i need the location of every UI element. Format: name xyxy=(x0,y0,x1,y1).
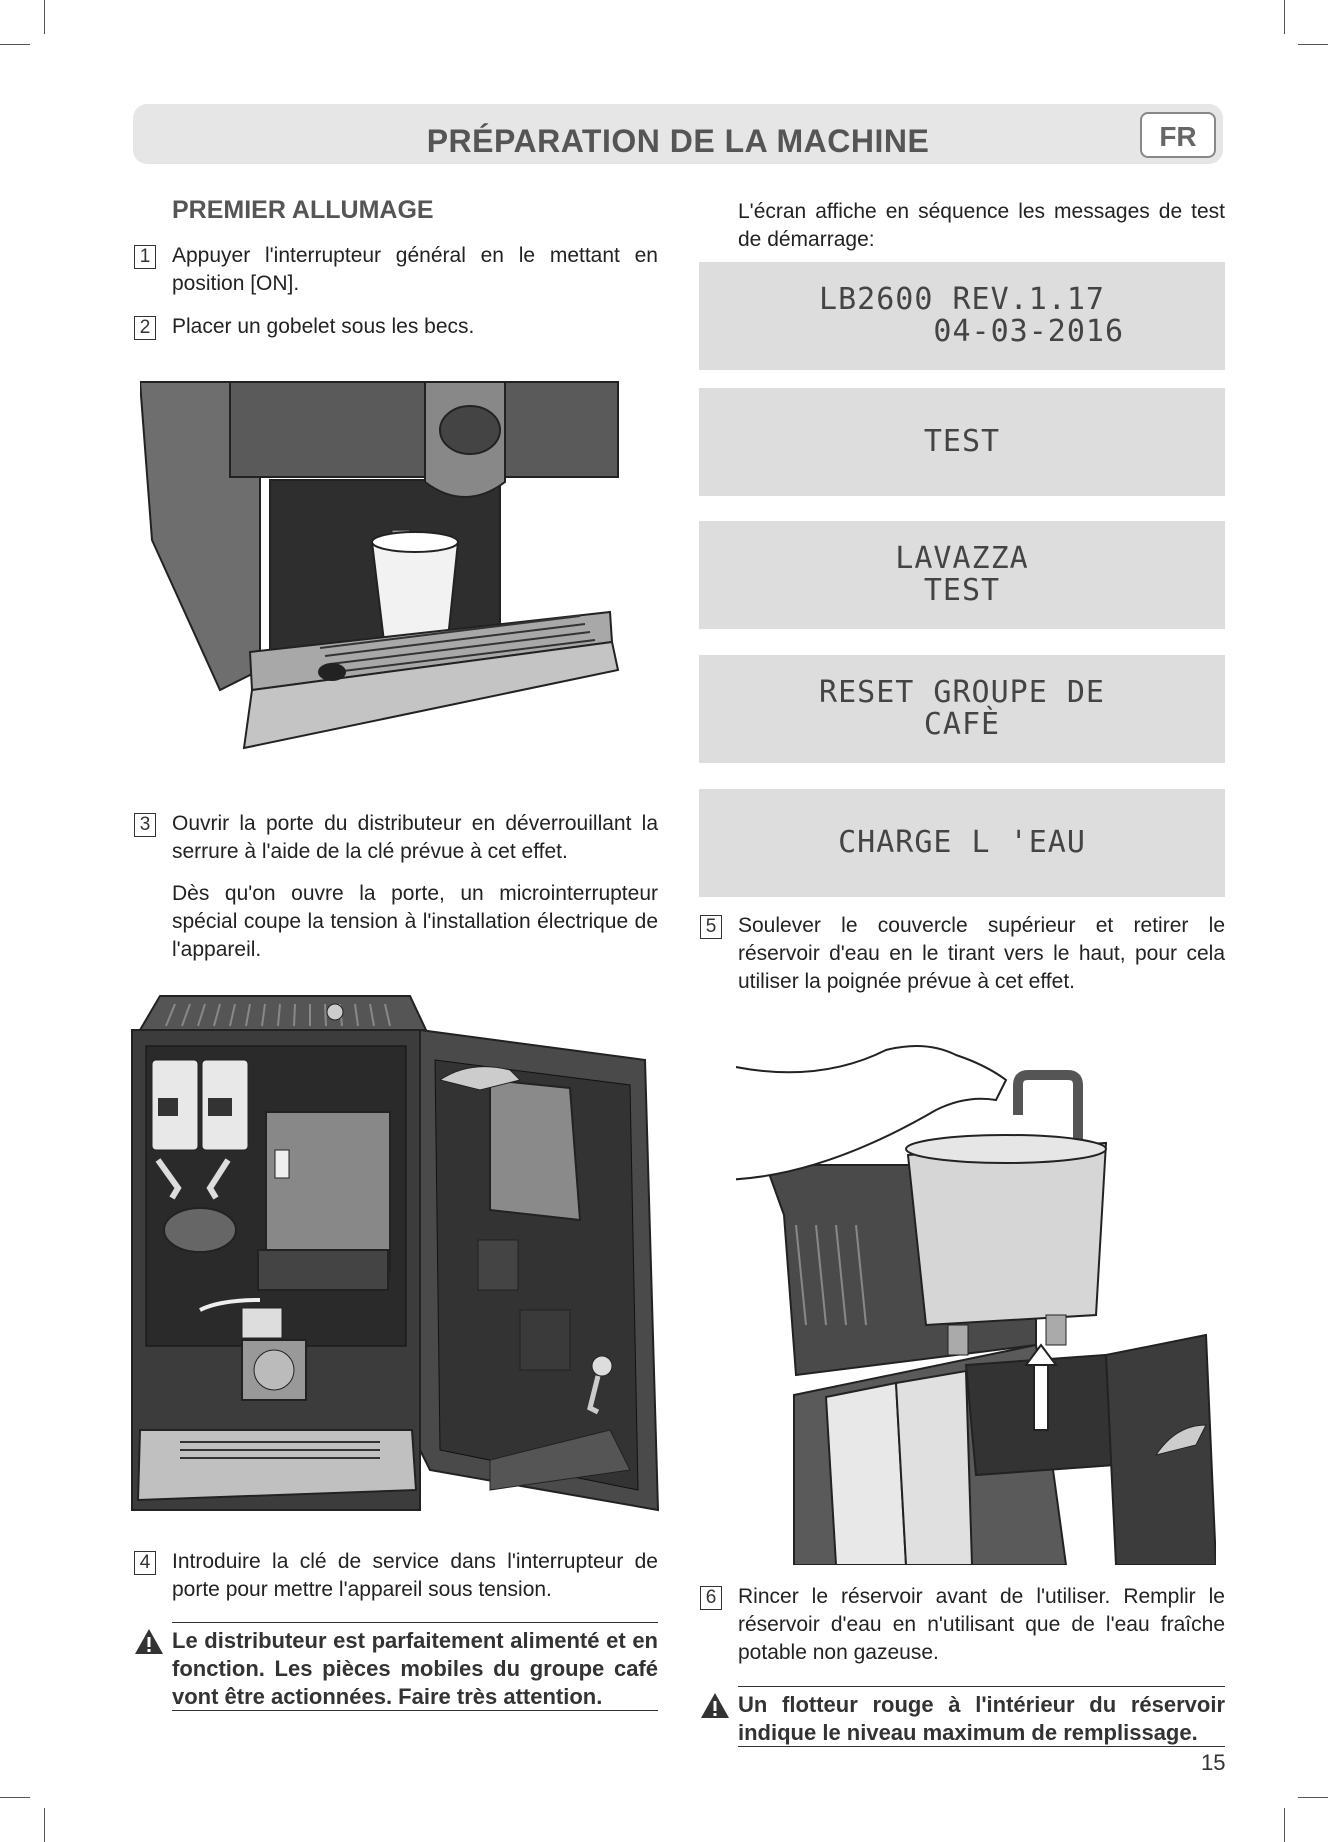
warning-rule xyxy=(738,1686,1225,1687)
step-note: Dès qu'on ouvre la porte, un microinterr… xyxy=(172,882,658,961)
step-number: 5 xyxy=(700,915,722,939)
step-number: 1 xyxy=(134,245,156,269)
lcd-line: TEST xyxy=(923,424,1001,459)
open-distributor-illustration xyxy=(131,995,660,1512)
lcd-line: LB2600 REV.1.17 xyxy=(819,282,1105,317)
lcd-display-message: TEST xyxy=(699,388,1225,496)
section-title: PREMIER ALLUMAGE xyxy=(172,196,434,224)
page-title: PRÉPARATION DE LA MACHINE xyxy=(426,123,930,159)
warning-triangle-icon xyxy=(701,1693,729,1718)
step-number: 4 xyxy=(134,1551,156,1575)
warning-rule xyxy=(172,1622,658,1623)
crop-mark xyxy=(1284,0,1285,34)
display-intro: L'écran affiche en séquence les messages… xyxy=(738,200,1225,251)
crop-mark xyxy=(44,1808,45,1842)
step-text: Soulever le couvercle supérieur et retir… xyxy=(738,914,1225,993)
page-header: PRÉPARATION DE LA MACHINE xyxy=(133,104,1223,164)
step-text: Ouvrir la porte du distributeur en déver… xyxy=(172,812,658,863)
lcd-display-message: CHARGE L 'EAU xyxy=(699,789,1225,897)
crop-mark xyxy=(1298,44,1328,45)
warning-text: Le distributeur est parfaitement aliment… xyxy=(172,1628,658,1709)
language-badge: FR xyxy=(1140,112,1216,158)
step-text: Introduire la clé de service dans l'inte… xyxy=(172,1550,658,1601)
lcd-display-message: LAVAZZA TEST xyxy=(699,521,1225,629)
lcd-display-message: RESET GROUPE DE CAFÈ xyxy=(699,655,1225,763)
crop-mark xyxy=(0,1797,30,1798)
crop-mark xyxy=(1298,1797,1328,1798)
lcd-display-message: LB2600 REV.1.17 04-03-2016 xyxy=(699,262,1225,370)
crop-mark xyxy=(0,44,30,45)
crop-mark xyxy=(1284,1808,1285,1842)
warning-triangle-icon xyxy=(135,1629,163,1654)
lcd-line: TEST xyxy=(923,573,1001,608)
step-text: Appuyer l'interrupteur général en le met… xyxy=(172,244,658,295)
step-number: 2 xyxy=(134,316,156,340)
step-number: 6 xyxy=(700,1586,722,1610)
warning-rule xyxy=(738,1746,1225,1747)
step-text: Placer un gobelet sous les becs. xyxy=(172,315,475,338)
lcd-line: 04-03-2016 xyxy=(799,314,1125,349)
lcd-line: CAFÈ xyxy=(923,707,1001,742)
step-number: 3 xyxy=(134,813,156,837)
machine-with-cup-illustration xyxy=(140,381,620,750)
warning-text: Un flotteur rouge à l'intérieur du réser… xyxy=(738,1692,1225,1745)
step-text: Rincer le réservoir avant de l'utiliser.… xyxy=(738,1585,1225,1664)
crop-mark xyxy=(44,0,45,34)
page-number: 15 xyxy=(1201,1750,1226,1775)
lcd-line: RESET GROUPE DE xyxy=(819,675,1105,710)
warning-rule xyxy=(172,1710,658,1711)
water-tank-removal-illustration xyxy=(736,1045,1216,1565)
lcd-line: LAVAZZA xyxy=(895,541,1029,576)
lcd-line: CHARGE L 'EAU xyxy=(838,825,1086,860)
